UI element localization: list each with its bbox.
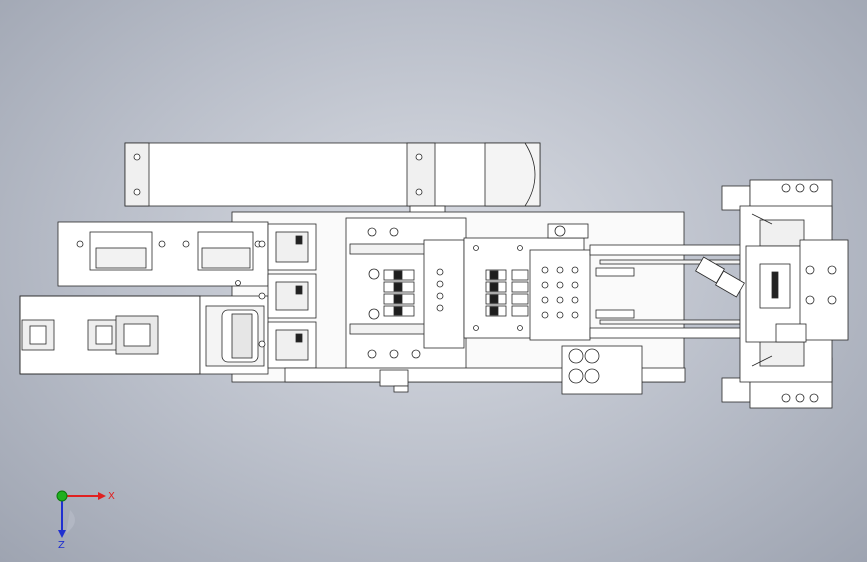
valve-manifold[interactable] <box>345 217 635 371</box>
lower-rail[interactable] <box>284 223 686 395</box>
coordinate-triad-icon: X Z <box>56 490 115 550</box>
extension-arms[interactable] <box>589 244 751 339</box>
z-axis-label: Z <box>58 540 65 550</box>
sensor-modules[interactable] <box>258 223 317 369</box>
left-upper-block[interactable] <box>57 221 269 287</box>
gripper-assembly[interactable] <box>695 179 849 409</box>
left-rail-block[interactable] <box>19 295 269 375</box>
top-plate[interactable] <box>124 142 541 217</box>
x-axis-label: X <box>108 491 115 502</box>
y-axis-icon <box>56 490 68 502</box>
